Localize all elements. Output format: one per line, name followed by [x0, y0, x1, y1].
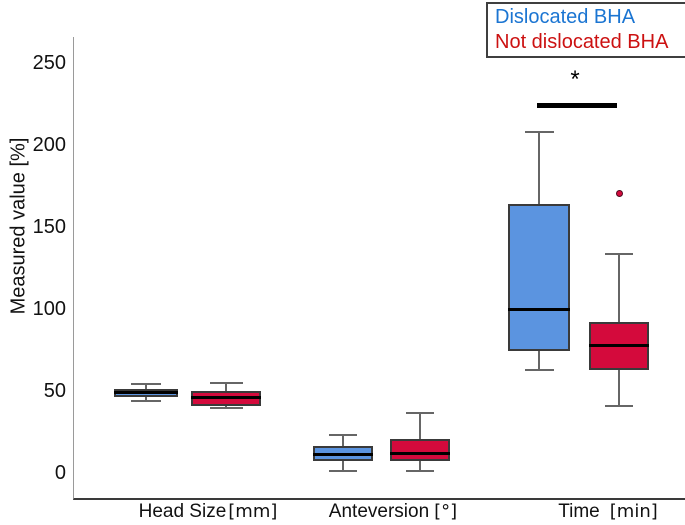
whisker-lower: [419, 460, 421, 471]
legend: Dislocated BHA Not dislocated BHA: [486, 2, 685, 58]
x-category-name: Head Size: [138, 501, 227, 522]
y-tick-label: 100: [32, 298, 66, 320]
whisker-cap-max: [524, 130, 554, 133]
iqr-box: [508, 204, 570, 351]
whisker-lower: [342, 460, 344, 471]
whisker-cap-max: [131, 382, 161, 385]
significance-bar: [537, 103, 617, 108]
whisker-cap-min: [209, 407, 243, 410]
median-line: [191, 396, 261, 400]
whisker-upper: [419, 413, 421, 440]
median-line: [114, 391, 178, 395]
whisker-cap-max: [209, 381, 243, 384]
whisker-cap-max: [406, 412, 434, 415]
median-line: [508, 307, 570, 311]
iqr-box: [313, 445, 373, 461]
whisker-upper: [145, 383, 147, 389]
whisker-upper: [342, 435, 344, 446]
whisker-upper: [225, 382, 227, 391]
x-category-label: Anteversion[°]: [283, 501, 503, 523]
whisker-cap-max: [329, 434, 357, 437]
median-line: [390, 451, 450, 455]
y-tick-label: 50: [43, 380, 66, 402]
y-tick-label: 250: [32, 52, 66, 74]
x-category-unit: [mm]: [228, 501, 278, 522]
whisker-lower: [618, 369, 620, 406]
y-tick-label: 0: [54, 462, 66, 484]
whisker-lower: [225, 405, 227, 409]
whisker-cap-min: [406, 469, 434, 472]
iqr-box: [390, 439, 450, 461]
whisker-cap-min: [131, 399, 161, 402]
whisker-cap-min: [524, 368, 554, 371]
x-category-unit: [°]: [434, 501, 458, 522]
y-tick-label: 200: [32, 134, 66, 156]
significance-asterisk: *: [570, 66, 580, 93]
whisker-upper: [538, 131, 540, 205]
x-category-label: Time [min]: [498, 501, 685, 523]
median-line: [589, 344, 649, 348]
y-tick-label: 150: [32, 216, 66, 238]
legend-item: Dislocated BHA: [495, 6, 636, 28]
whisker-lower: [145, 396, 147, 401]
legend-item: Not dislocated BHA: [495, 31, 669, 53]
median-line: [313, 453, 373, 457]
x-category-unit: [min]: [609, 501, 658, 522]
plot-area: *: [73, 37, 685, 500]
x-category-label: Head Size[mm]: [98, 501, 318, 523]
x-category-name: Time: [558, 501, 600, 522]
whisker-cap-max: [605, 253, 633, 256]
outlier-point: [615, 189, 623, 197]
whisker-cap-min: [605, 404, 633, 407]
x-category-name: Anteversion: [328, 501, 430, 522]
whisker-cap-min: [329, 469, 357, 472]
whisker-upper: [618, 254, 620, 323]
whisker-lower: [538, 350, 540, 370]
